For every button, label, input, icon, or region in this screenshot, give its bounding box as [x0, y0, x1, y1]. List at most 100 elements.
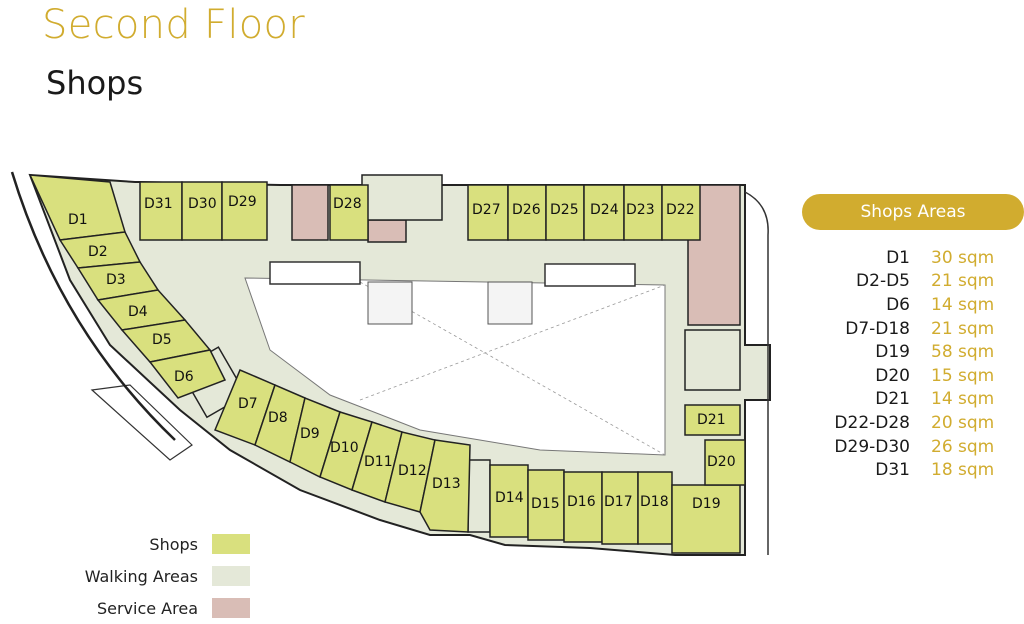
- area-unit: D2-D5: [856, 271, 910, 292]
- area-row: D29-D30 26 sqm: [800, 435, 1024, 459]
- label-d17: D17: [604, 494, 633, 510]
- label-d8: D8: [268, 410, 288, 426]
- legend-swatch: [212, 534, 250, 554]
- legend-item: Walking Areas: [70, 560, 250, 592]
- label-d12: D12: [398, 463, 427, 479]
- area-unit: D7-D18: [845, 318, 910, 339]
- shop-d14[interactable]: [489, 464, 529, 538]
- area-value: 21 sqm: [931, 271, 995, 292]
- shops: [28, 174, 746, 554]
- stair-d13: [467, 459, 491, 533]
- shop-d26[interactable]: [507, 184, 547, 241]
- label-d4: D4: [128, 304, 148, 320]
- atrium-void: [244, 277, 666, 456]
- label-d21: D21: [697, 412, 726, 428]
- area-unit: D1: [886, 247, 910, 268]
- label-d1: D1: [68, 212, 88, 228]
- shop-d22[interactable]: [661, 184, 701, 241]
- label-d6: D6: [174, 369, 194, 385]
- label-d20: D20: [707, 454, 736, 470]
- area-value: 15 sqm: [931, 365, 995, 386]
- label-d15: D15: [531, 496, 560, 512]
- service-area-top-2: [367, 219, 407, 243]
- area-row: D21 14 sqm: [800, 388, 1024, 412]
- area-row: D6 14 sqm: [800, 293, 1024, 317]
- label-d13: D13: [432, 476, 461, 492]
- area-unit: D29-D30: [834, 436, 910, 457]
- escalator-left: [269, 261, 361, 285]
- shop-d31[interactable]: [139, 181, 183, 241]
- shop-d28[interactable]: [329, 184, 369, 241]
- shop-d6[interactable]: [148, 349, 227, 399]
- shops-areas-header: Shops Areas: [802, 194, 1024, 230]
- label-d5: D5: [152, 332, 172, 348]
- area-value: 21 sqm: [931, 318, 995, 339]
- shop-d21[interactable]: [684, 404, 741, 436]
- area-row: D19 58 sqm: [800, 340, 1024, 364]
- label-d22: D22: [666, 202, 695, 218]
- label-d30: D30: [188, 196, 217, 212]
- shop-d13[interactable]: [419, 439, 471, 533]
- area-row: D20 15 sqm: [800, 364, 1024, 388]
- area-unit: D22-D28: [834, 412, 910, 433]
- legend-label: Shops: [149, 534, 198, 554]
- area-value: 30 sqm: [931, 247, 995, 268]
- label-d29: D29: [228, 194, 257, 210]
- shop-d15[interactable]: [527, 469, 565, 541]
- label-d31: D31: [144, 196, 173, 212]
- right-curved-wall: [744, 191, 769, 555]
- legend-label: Walking Areas: [84, 566, 198, 586]
- service-area-top-1: [291, 184, 329, 241]
- escalator-right: [544, 263, 636, 287]
- legend-item: Shops: [70, 528, 250, 560]
- shop-d24[interactable]: [583, 184, 625, 241]
- label-d23: D23: [626, 202, 655, 218]
- area-value: 14 sqm: [931, 294, 995, 315]
- label-d7: D7: [238, 396, 258, 412]
- area-row: D7-D18 21 sqm: [800, 317, 1024, 341]
- legend-swatch: [212, 566, 250, 586]
- shop-d1[interactable]: [28, 174, 126, 241]
- area-value: 20 sqm: [931, 412, 995, 433]
- shop-d19[interactable]: [671, 484, 741, 554]
- label-d9: D9: [300, 426, 320, 442]
- page-subtitle: Shops: [46, 64, 144, 102]
- stair-top: [361, 174, 443, 221]
- external-stair: [90, 384, 193, 461]
- label-d10: D10: [330, 440, 359, 456]
- area-value: 58 sqm: [931, 342, 995, 363]
- label-d25: D25: [550, 202, 579, 218]
- label-d27: D27: [472, 202, 501, 218]
- label-d18: D18: [640, 494, 669, 510]
- area-unit: D6: [886, 294, 910, 315]
- legend-label: Service Area: [96, 598, 198, 618]
- outer-curve: [10, 171, 176, 441]
- shop-d29[interactable]: [221, 181, 268, 241]
- legend-swatch: [212, 598, 250, 618]
- label-d2: D2: [88, 244, 108, 260]
- area-value: 26 sqm: [931, 436, 995, 457]
- shop-d18[interactable]: [637, 471, 673, 545]
- shop-d20[interactable]: [704, 439, 746, 486]
- shop-d27[interactable]: [467, 184, 509, 241]
- stair-right: [684, 329, 741, 391]
- area-row: D1 30 sqm: [800, 246, 1024, 270]
- area-value: 18 sqm: [931, 460, 995, 481]
- label-d14: D14: [495, 490, 524, 506]
- area-unit: D20: [875, 365, 910, 386]
- label-d28: D28: [333, 196, 362, 212]
- label-d26: D26: [512, 202, 541, 218]
- area-value: 14 sqm: [931, 389, 995, 410]
- label-d19: D19: [692, 496, 721, 512]
- shop-d17[interactable]: [601, 471, 639, 545]
- shop-d25[interactable]: [545, 184, 585, 241]
- area-unit: D21: [875, 389, 910, 410]
- label-d16: D16: [567, 494, 596, 510]
- area-unit: D19: [875, 342, 910, 363]
- legend-item: Service Area: [70, 592, 250, 624]
- unit-labels: D1 D2 D3 D4 D5 D6 D7 D8 D9 D10 D11 D12 D…: [68, 194, 736, 512]
- label-d24: D24: [590, 202, 619, 218]
